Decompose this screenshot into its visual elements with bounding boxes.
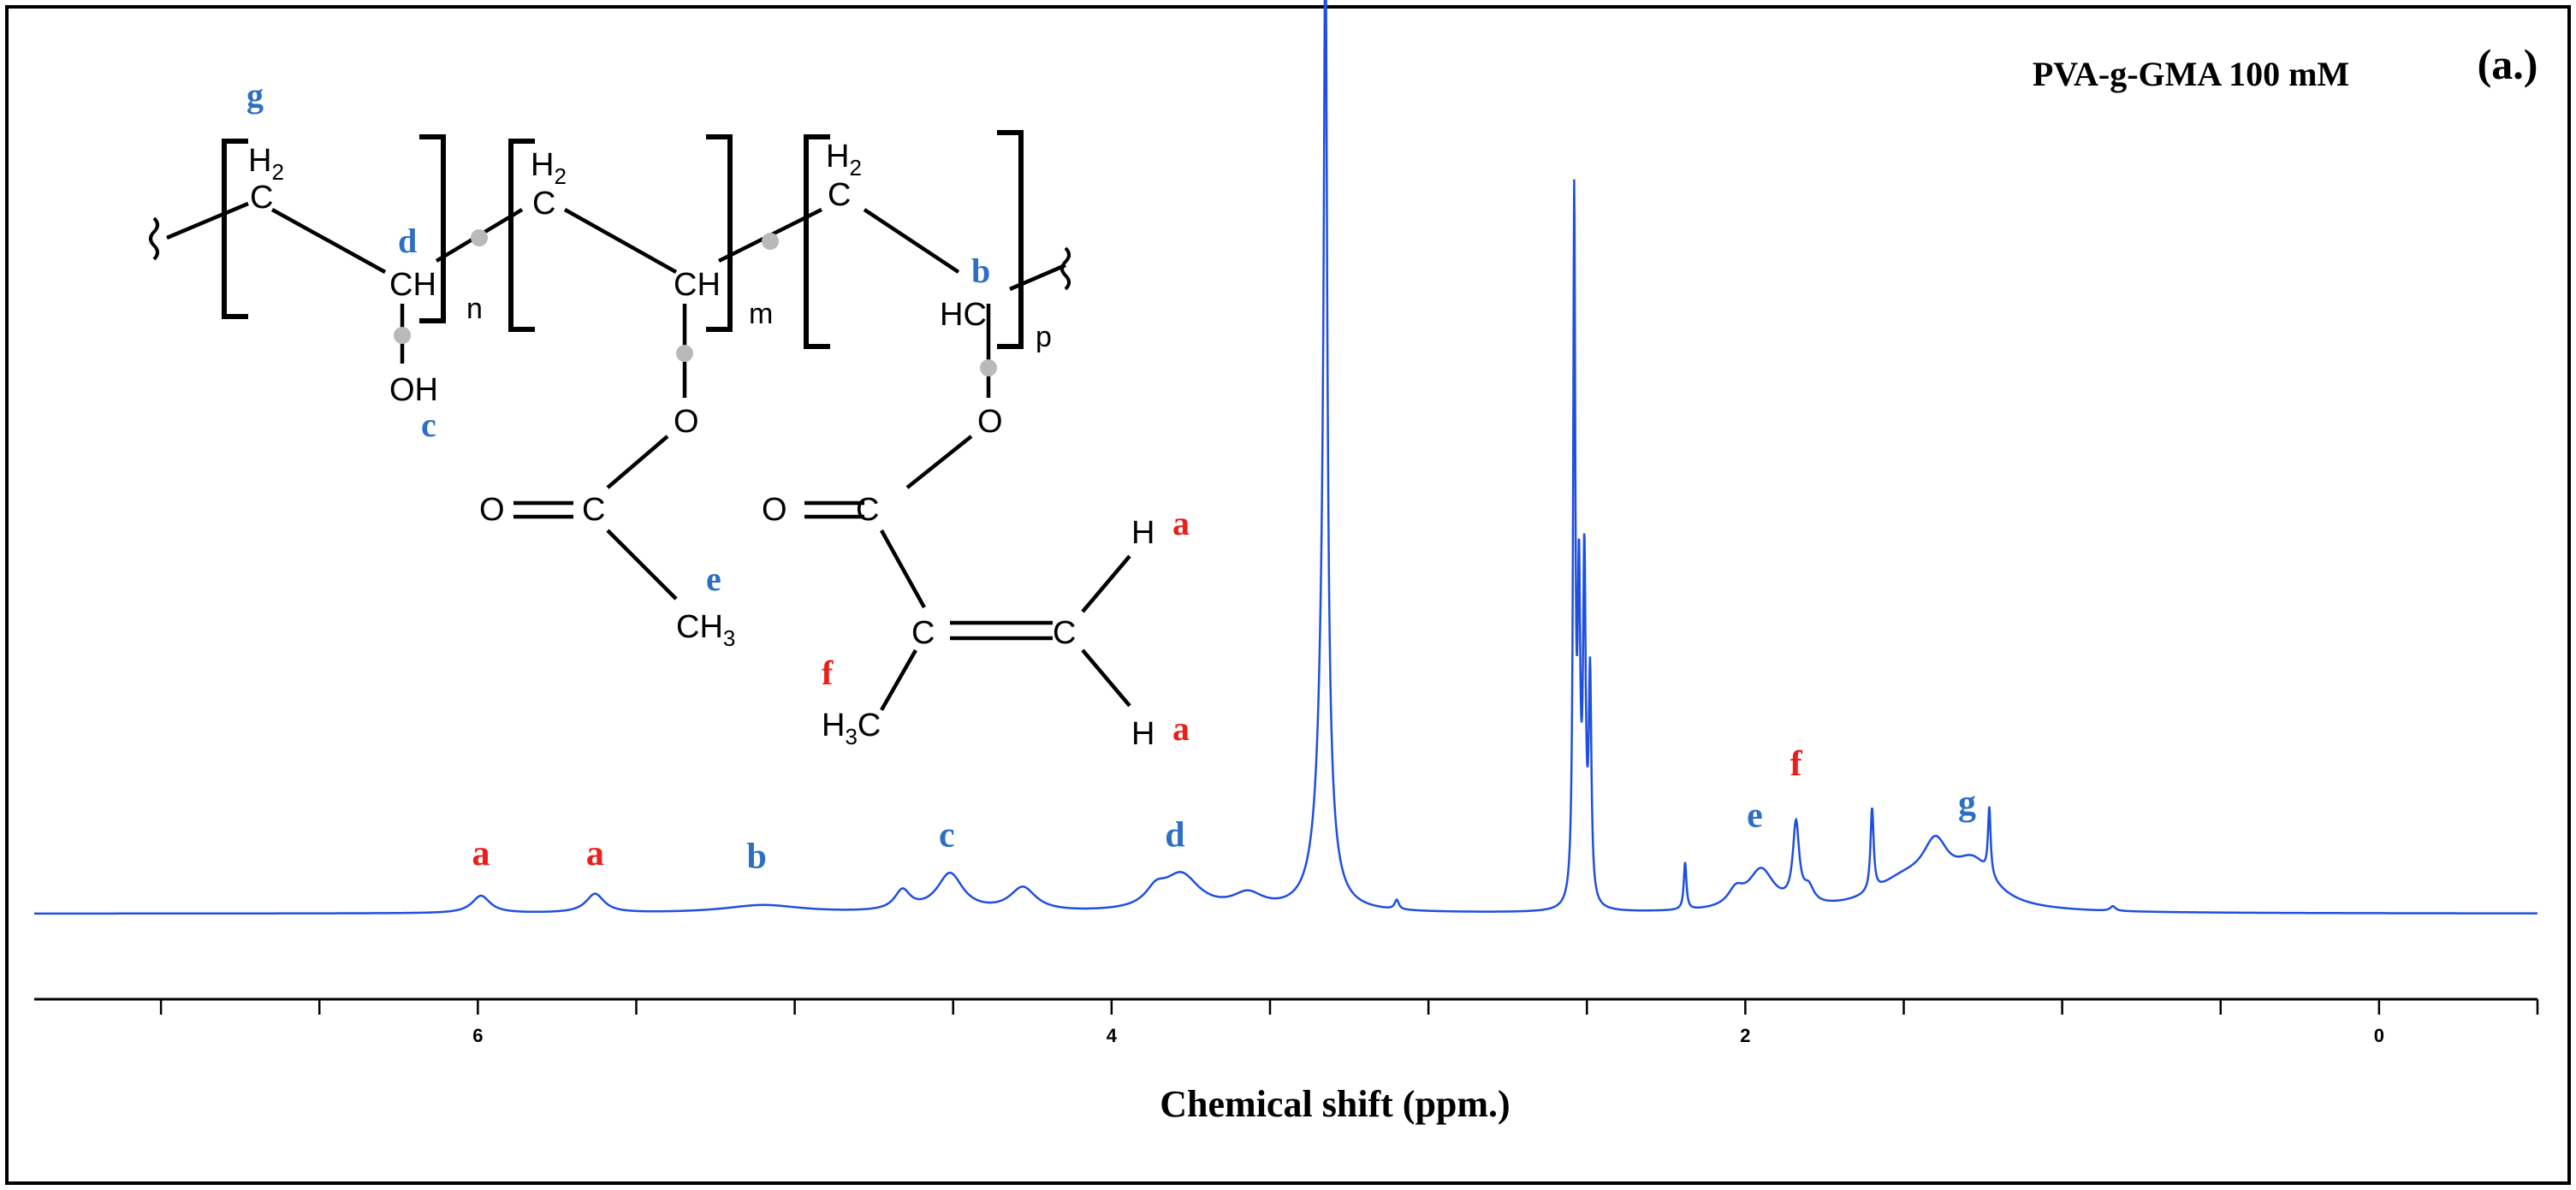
bond-c3-hc3	[863, 208, 960, 274]
atom-c-acetyl: C	[582, 492, 605, 528]
atom-o-gma: O	[762, 492, 787, 528]
peak-label-f: f	[1790, 744, 1803, 784]
subscript-p: p	[1036, 321, 1052, 353]
atom-hc-3: HC	[940, 297, 987, 333]
proton-label-e: e	[706, 559, 721, 598]
bracket-n-left	[222, 139, 248, 319]
peak-label-e: e	[1747, 796, 1763, 835]
atom-c-alkene-1: C	[911, 615, 935, 651]
proton-label-b: b	[971, 252, 990, 290]
figure-border	[5, 5, 2571, 1185]
atom-oh: OH	[389, 372, 438, 408]
subscript-m: m	[749, 298, 773, 330]
bracket-n-right	[419, 134, 446, 323]
atom-h2-3: H2	[826, 139, 862, 181]
wavy-end-left	[149, 216, 159, 261]
bond-o-cgma	[905, 435, 973, 489]
bracket-p-right	[997, 130, 1024, 349]
bond-cac-ch3	[606, 529, 678, 601]
panel-label: (a.)	[2478, 40, 2538, 88]
atom-h2-1: H2	[248, 143, 284, 185]
peak-label-a: a	[586, 834, 604, 873]
bond-wave-right	[1009, 263, 1066, 292]
bond-calk-h-bot	[1081, 648, 1131, 707]
proton-label-a-top: a	[1172, 504, 1190, 542]
atom-ch-1: CH	[389, 267, 436, 303]
atom-ch-2: CH	[674, 267, 721, 303]
atom-o-3: O	[977, 404, 1003, 440]
proton-label-a-bottom: a	[1172, 709, 1190, 748]
atom-o-2: O	[674, 404, 699, 440]
peak-label-d: d	[1165, 816, 1184, 855]
bond-cgma-calk	[880, 529, 926, 609]
atom-c-gma: C	[856, 492, 879, 528]
atom-c-3: C	[828, 177, 851, 213]
attachment-dots	[394, 229, 997, 376]
atom-h-bottom: H	[1131, 716, 1154, 752]
bracket-p-left	[804, 134, 830, 349]
bracket-m-left	[508, 139, 535, 332]
x-axis: 6 4 2 0	[34, 998, 2539, 1046]
peak-label-c: c	[939, 816, 955, 855]
bond-cgma-o-double	[804, 500, 864, 519]
x-tick-label: 4	[1107, 1025, 1118, 1046]
bond-c1-ch1	[270, 208, 387, 274]
chemical-structure: H2 C CH n OH H2 C CH m O O C CH3 H2 C HC…	[149, 76, 1190, 752]
nmr-spectrum-line	[34, 0, 2537, 915]
bond-c2-ch2	[563, 208, 678, 274]
atom-o-acetyl: O	[479, 492, 505, 528]
peak-annotations: a a b c d ef g	[472, 744, 1976, 876]
subscript-n: n	[466, 293, 483, 325]
wavy-end-right	[1060, 246, 1071, 291]
repeat-brackets	[222, 130, 1024, 349]
atom-h-top: H	[1131, 515, 1154, 551]
peak-label-b: b	[746, 837, 766, 876]
bond-calk-h-top	[1081, 554, 1131, 613]
bond-alkene-double	[950, 620, 1053, 641]
proton-label-d: d	[398, 222, 417, 260]
atom-c-2: C	[532, 186, 555, 222]
peak-label-a: a	[472, 834, 490, 873]
peak-label-g: g	[1958, 784, 1976, 824]
sample-label: PVA-g-GMA 100 mM	[2033, 55, 2349, 93]
atom-ch3-e: CH3	[676, 609, 735, 651]
bond-calk-ch3	[880, 648, 917, 712]
x-tick-label: 2	[1740, 1025, 1750, 1046]
proton-label-f: f	[822, 654, 834, 692]
atom-c-1: C	[250, 180, 273, 216]
atom-h3c: H3C	[822, 707, 881, 749]
spectrum-layer	[34, 0, 2537, 915]
atom-c-alkene-2: C	[1053, 615, 1076, 651]
bond-o-cac	[606, 435, 669, 489]
bracket-m-right	[706, 134, 733, 332]
x-tick-label: 6	[472, 1025, 483, 1046]
proton-label-g: g	[246, 76, 264, 115]
atom-h2-2: H2	[531, 147, 567, 189]
bond-cac-o-double	[513, 500, 573, 519]
x-tick-label: 0	[2374, 1025, 2384, 1046]
bond-wave-left	[166, 201, 249, 240]
x-axis-label: Chemical shift (ppm.)	[1160, 1083, 1510, 1125]
proton-label-c: c	[421, 406, 436, 444]
